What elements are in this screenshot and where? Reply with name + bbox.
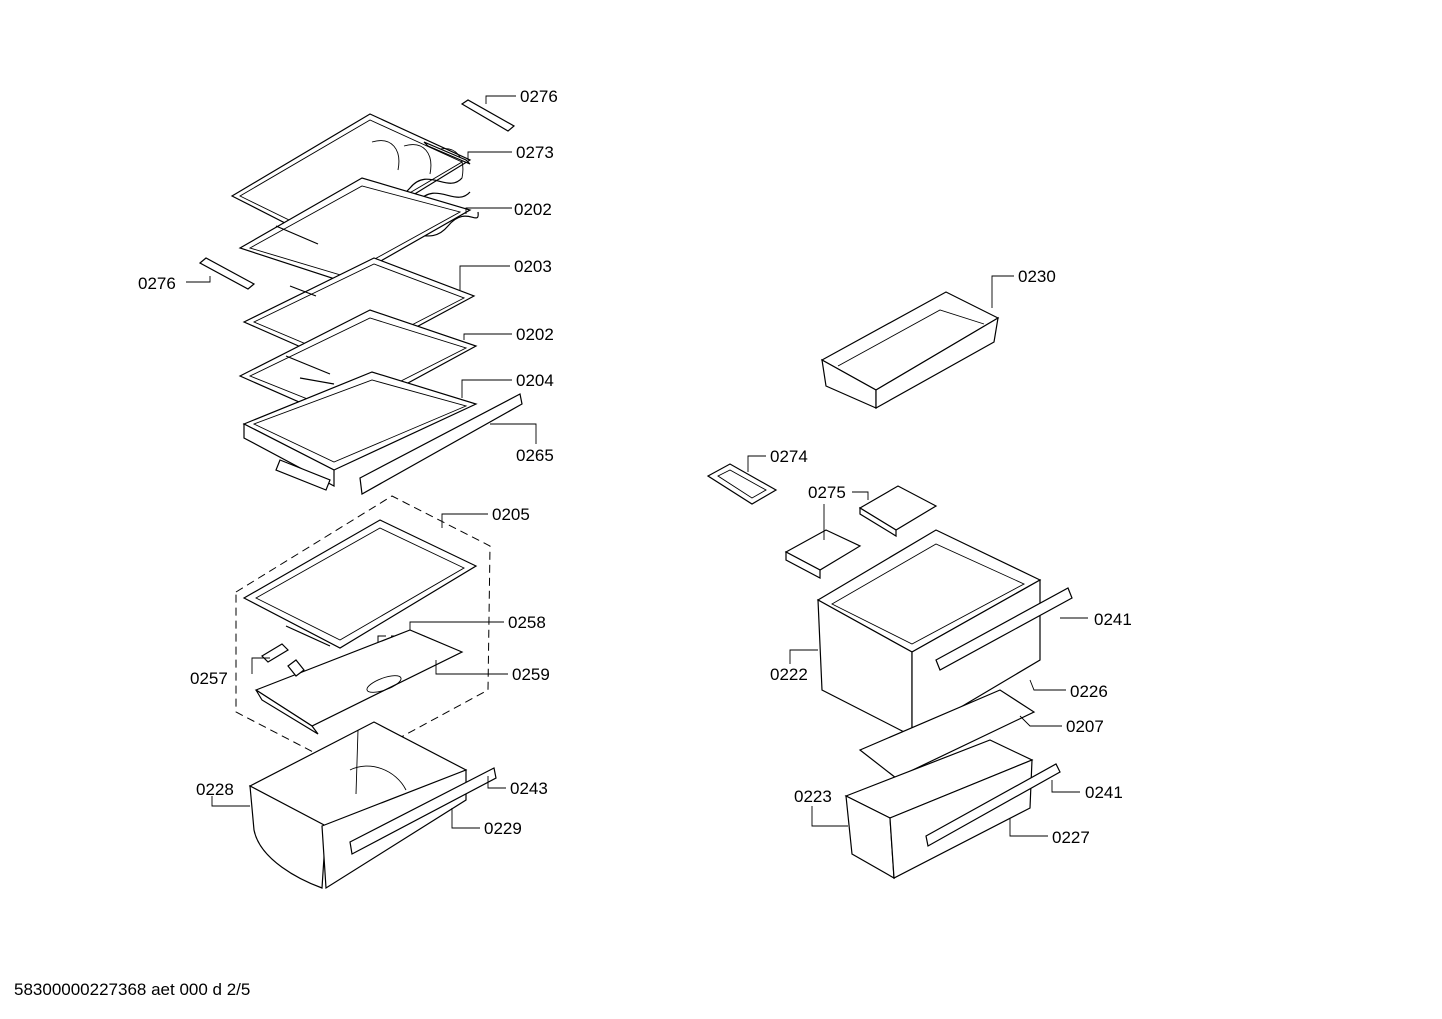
part-0276-top-strip — [460, 99, 516, 132]
label-0230: 0230 — [1018, 267, 1056, 286]
label-0259: 0259 — [512, 665, 550, 684]
part-0276-left-strip — [198, 257, 256, 290]
label-0241-lower: 0241 — [1085, 783, 1123, 802]
label-0273: 0273 — [516, 143, 554, 162]
label-0203: 0203 — [514, 257, 552, 276]
document-footer: 58300000227368 aet 000 d 2/5 — [14, 980, 251, 999]
part-0241-handle-upper — [935, 587, 1073, 671]
part-0265-long-strip — [359, 393, 523, 495]
part-0241-handle-lower — [925, 763, 1061, 847]
label-0223: 0223 — [794, 787, 832, 806]
part-0259-cover-plate — [254, 629, 464, 735]
part-0275-cool-pack-a — [858, 485, 938, 538]
label-0241-upper: 0241 — [1094, 610, 1132, 629]
part-0205-group-outline — [235, 495, 491, 769]
part-0205-glass-shelf — [242, 519, 478, 649]
label-0276-top: 0276 — [520, 87, 558, 106]
part-0202-frame-upper — [238, 177, 472, 283]
label-0222: 0222 — [770, 665, 808, 684]
label-0207: 0207 — [1066, 717, 1104, 736]
label-0275: 0275 — [808, 483, 846, 502]
label-0202-lower: 0202 — [516, 325, 554, 344]
label-0202-upper: 0202 — [514, 200, 552, 219]
part-0207-divider — [858, 689, 1036, 779]
part-0257-clips — [261, 643, 305, 677]
label-0274: 0274 — [770, 447, 808, 466]
part-labels: 0276 0273 0202 0276 0203 0202 0204 0265 … — [138, 87, 1132, 847]
label-0276-left: 0276 — [138, 274, 176, 293]
leader-lines — [186, 95, 1088, 837]
label-0229: 0229 — [484, 819, 522, 838]
label-0227: 0227 — [1052, 828, 1090, 847]
label-0226: 0226 — [1070, 682, 1108, 701]
label-0257: 0257 — [190, 669, 228, 688]
label-0205: 0205 — [492, 505, 530, 524]
part-0230-bin — [820, 291, 1000, 410]
label-0228: 0228 — [196, 780, 234, 799]
part-0275-cool-pack-b — [784, 529, 862, 579]
label-0265: 0265 — [516, 446, 554, 465]
label-0243: 0243 — [510, 779, 548, 798]
part-0243-handle — [349, 767, 497, 855]
label-0204: 0204 — [516, 371, 554, 390]
part-0204-shelf — [242, 371, 478, 491]
part-0274-ice-tray — [706, 463, 778, 505]
label-0258: 0258 — [508, 613, 546, 632]
part-0222-drawer — [816, 529, 1042, 738]
